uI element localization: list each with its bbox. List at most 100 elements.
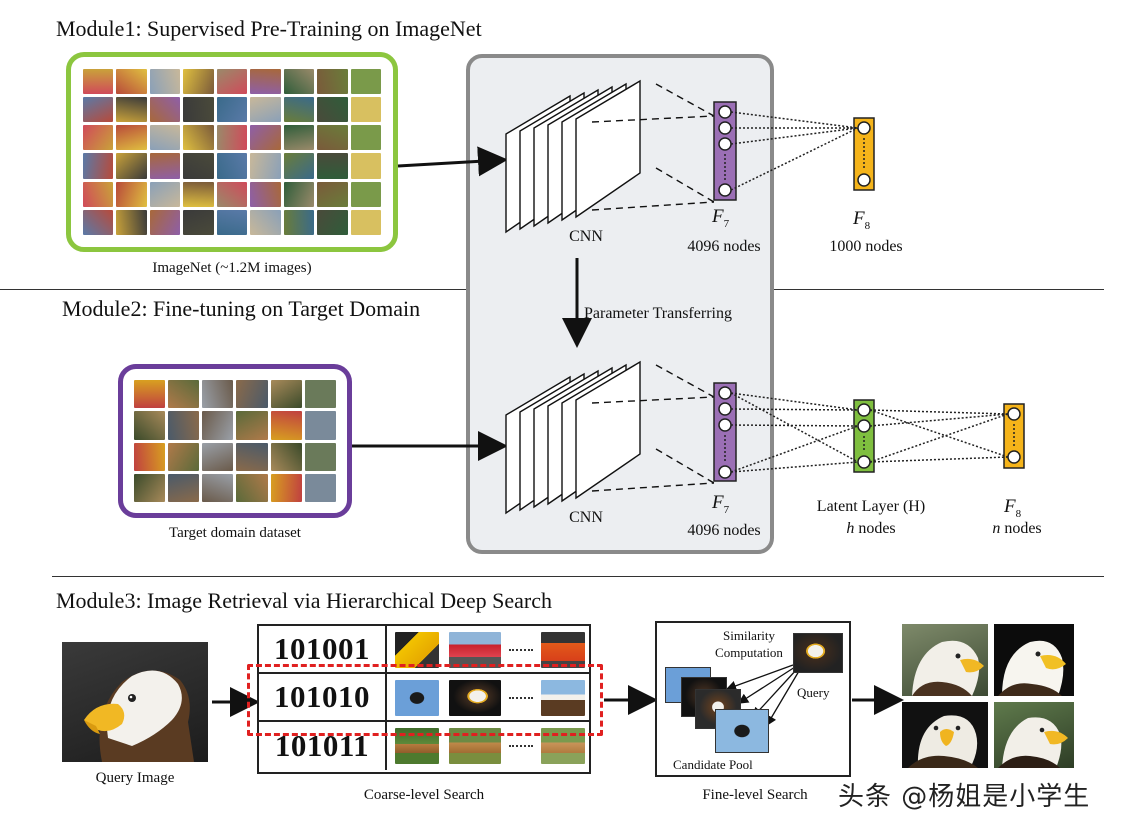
sample-image-tile xyxy=(168,380,200,409)
sample-image-tile xyxy=(202,442,234,471)
result-thumbnail xyxy=(395,632,439,668)
candidate-thumbnail xyxy=(715,709,769,753)
module1-title: Module1: Supervised Pre-Training on Imag… xyxy=(56,16,482,41)
sample-image-tile xyxy=(116,209,147,235)
cnn-stack-module1 xyxy=(505,79,715,234)
sample-image-tile xyxy=(116,181,147,207)
module-separator-bottom xyxy=(52,576,1104,577)
feature-map-layer xyxy=(575,360,641,500)
sample-image-tile xyxy=(317,69,348,95)
sample-image-tile xyxy=(134,380,166,409)
latent-nodes-label: h nodes xyxy=(846,520,896,537)
sample-image-tile xyxy=(250,97,281,123)
result-thumbnail xyxy=(541,632,585,668)
sample-image-tile xyxy=(149,209,181,235)
module-separator-left xyxy=(0,289,466,290)
sample-image-tile xyxy=(183,69,214,95)
sample-image-tile xyxy=(270,442,302,471)
watermark-text: 头条 @杨姐是小学生 xyxy=(838,782,1091,812)
sample-image-tile xyxy=(250,69,281,95)
sample-image-tile xyxy=(283,181,315,207)
sample-image-tile xyxy=(216,181,248,207)
sample-image-tile xyxy=(283,69,315,95)
query-label: Query xyxy=(797,685,830,700)
f7-label-module1: F7 xyxy=(712,206,730,230)
sample-image-tile xyxy=(83,125,114,151)
sample-image-tile xyxy=(149,153,181,179)
module-separator-right xyxy=(774,289,1104,290)
sample-image-tile xyxy=(250,125,281,151)
query-eagle-image xyxy=(62,642,208,762)
sample-image-tile xyxy=(168,442,200,471)
sample-image-tile xyxy=(216,97,248,123)
sample-image-tile xyxy=(168,411,200,440)
sample-image-tile xyxy=(202,380,234,409)
sample-image-tile xyxy=(350,181,381,207)
imagenet-sample-grid xyxy=(66,52,398,252)
sample-image-tile xyxy=(202,473,234,502)
sample-image-tile xyxy=(216,69,248,95)
target-domain-caption: Target domain dataset xyxy=(169,525,301,541)
candidate-pool-label: Candidate Pool xyxy=(673,757,753,772)
sample-image-tile xyxy=(83,97,114,123)
sample-image-tile xyxy=(149,125,181,151)
coarse-search-caption: Coarse-level Search xyxy=(363,787,485,803)
sample-image-tile xyxy=(116,125,147,151)
sample-image-tile xyxy=(236,442,268,471)
sample-image-tile xyxy=(270,380,302,409)
sample-image-tile xyxy=(134,442,166,471)
f8-label-module1: F8 xyxy=(853,208,871,232)
sample-image-tile xyxy=(317,125,348,151)
result-thumbnail xyxy=(449,632,501,668)
sample-image-tile xyxy=(250,209,281,235)
f8-label-module2: F8 xyxy=(1004,496,1022,520)
arrow-imagenet-to-cnn xyxy=(397,146,508,177)
sample-image-tile xyxy=(168,473,200,502)
sample-image-tile xyxy=(283,97,315,123)
sample-image-tile xyxy=(304,473,336,502)
f8-nodes-module2: n nodes xyxy=(992,520,1042,537)
hash-code-table: 101001 101010 101011 xyxy=(257,624,591,774)
sample-image-tile xyxy=(350,125,381,151)
sample-image-tile xyxy=(270,473,302,502)
sample-image-tile xyxy=(304,411,336,440)
retrieved-eagle-image xyxy=(994,702,1074,768)
f7-f8-connections-module1 xyxy=(730,111,859,191)
module2-title: Module2: Fine-tuning on Target Domain xyxy=(62,296,421,321)
query-image-caption: Query Image xyxy=(95,770,175,786)
f7-label-module2: F7 xyxy=(712,492,730,516)
hash-code: 101010 xyxy=(259,674,387,720)
similarity-label: Similarity Computation xyxy=(715,628,783,660)
sample-image-tile xyxy=(270,411,302,440)
sample-image-tile xyxy=(134,411,166,440)
sample-image-tile xyxy=(350,97,381,123)
sample-image-tile xyxy=(283,125,315,151)
sample-image-tile xyxy=(83,209,114,235)
parameter-transfer-label: Parameter Transferring xyxy=(584,305,732,322)
sample-image-tile xyxy=(350,209,381,235)
retrieved-eagle-image xyxy=(902,624,988,696)
sample-image-tile xyxy=(250,153,281,179)
sample-image-tile xyxy=(250,181,281,207)
cnn-stack-module2 xyxy=(505,360,715,515)
sample-image-tile xyxy=(183,97,214,123)
sample-image-tile xyxy=(216,209,248,235)
retrieved-eagle-image xyxy=(994,624,1074,696)
target-domain-sample-grid xyxy=(118,364,352,518)
result-thumbnail xyxy=(541,680,585,716)
sample-image-tile xyxy=(317,97,348,123)
latent-layer-label: Latent Layer (H) xyxy=(816,498,926,515)
fine-search-caption: Fine-level Search xyxy=(702,787,808,803)
sample-image-tile xyxy=(149,69,181,95)
sample-image-tile xyxy=(216,125,248,151)
sample-image-tile xyxy=(236,380,268,409)
sample-image-tile xyxy=(116,97,147,123)
fine-search-box: Similarity Computation Query Candidate P… xyxy=(655,621,851,777)
result-thumbnail xyxy=(449,680,501,716)
sample-image-tile xyxy=(183,125,214,151)
sample-image-tile xyxy=(283,153,315,179)
sample-image-tile xyxy=(83,69,114,95)
cnn-label-module2: CNN xyxy=(569,509,603,526)
f7-nodes-module1: 4096 nodes xyxy=(687,238,761,255)
f7-layer-module2 xyxy=(713,382,737,482)
